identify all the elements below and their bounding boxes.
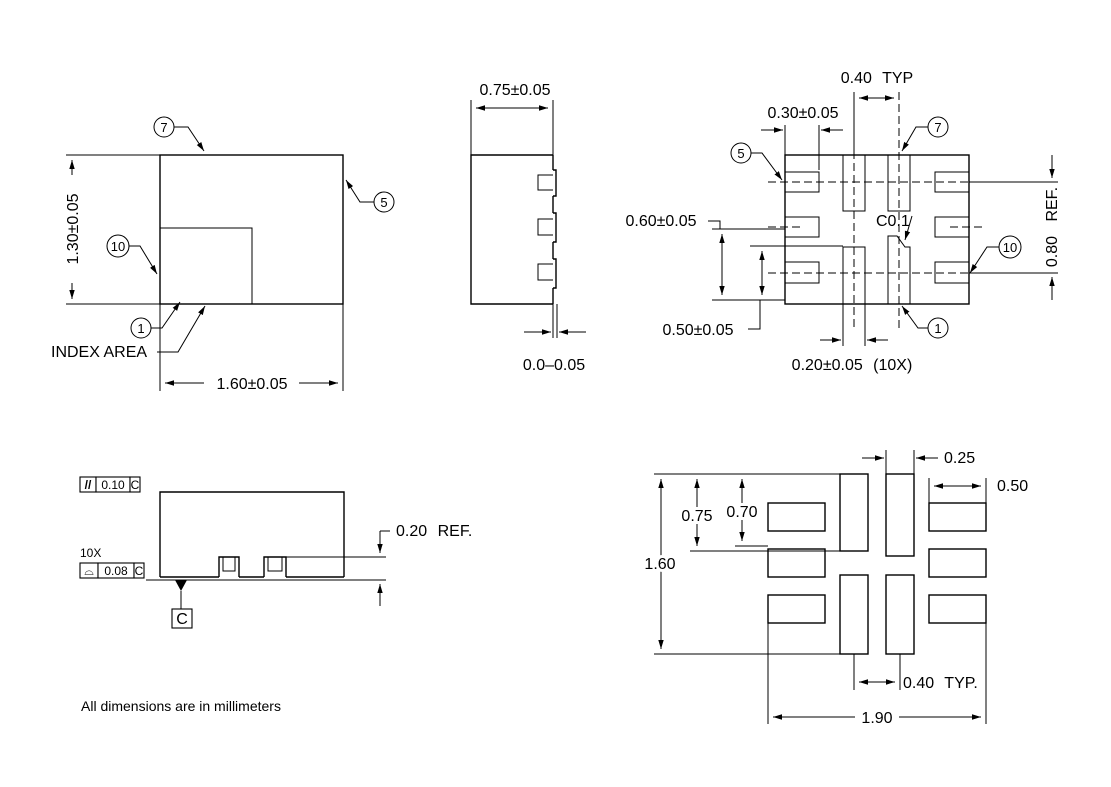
bottom-ref-dim: 0.80 REF. [1044, 187, 1061, 267]
front-view: // 0.10 C 10X ⌓ 0.08 C C 0.20 REF. [79, 476, 472, 629]
side-view: 0.75±0.05 0.0–0.05 [470, 82, 586, 374]
land-070-dim: 0.70 [726, 504, 757, 521]
land-pad-width-dim: 0.25 [944, 450, 975, 467]
callout-5-label: 5 [380, 195, 387, 210]
land-pad-length-dim: 0.50 [997, 478, 1028, 495]
bottom-pitch-dim: 0.40 TYP [841, 70, 913, 87]
callout-10-label: 10 [111, 239, 125, 254]
profile-frame: ⌓ 0.08 C [79, 562, 145, 579]
index-area-label: INDEX AREA [51, 344, 147, 361]
side-thickness-dim: 0.75±0.05 [479, 82, 550, 99]
land-pitch-dim: 0.40 TYP. [903, 675, 978, 692]
parallelism-value: 0.10 [101, 478, 125, 492]
front-view-outline [159, 491, 345, 577]
land-075-dim: 0.75 [681, 508, 712, 525]
callout-7-bottom-label: 7 [934, 120, 941, 135]
callout-5-bottom-label: 5 [737, 146, 744, 161]
land-pattern: 0.25 0.50 1.60 0.75 0.70 0.40 TYP. 1.90 [641, 450, 1028, 727]
parallelism-frame: // 0.10 C [79, 476, 141, 493]
datum-c-box [171, 608, 193, 629]
top-width-dim: 1.60±0.05 [216, 376, 287, 393]
top-height-dim: 1.30±0.05 [65, 193, 82, 264]
bottom-pad-width-dim: 0.20±0.05 (10X) [792, 357, 913, 374]
footnote: All dimensions are in millimeters [81, 698, 281, 714]
bottom-pad-span2-dim: 0.50±0.05 [662, 322, 733, 339]
land-width-dim: 1.90 [861, 710, 892, 727]
side-view-outline [470, 154, 553, 305]
callout-1-label: 1 [137, 321, 144, 336]
land-height-dim: 1.60 [644, 556, 675, 573]
side-standoff-dim: 0.0–0.05 [523, 357, 585, 374]
parallelism-datum: C [131, 478, 140, 492]
chamfer-label: C0.1 [876, 213, 910, 230]
bottom-view: 0.40 TYP 0.30±0.05 5 7 10 1 C0.1 0.60±0.… [625, 70, 1061, 374]
datum-triangle [175, 580, 187, 591]
bottom-pad-length-dim: 0.30±0.05 [767, 105, 838, 122]
top-view: 1.30±0.05 1.60±0.05 7 5 10 1 INDEX AREA [51, 116, 395, 393]
count-label: 10X [80, 546, 101, 560]
datum-c-label: C [176, 611, 188, 628]
parallelism-symbol: // [85, 478, 92, 492]
front-ref-dim: 0.20 REF. [396, 523, 472, 540]
profile-symbol: ⌓ [84, 564, 94, 578]
bottom-pad-span-dim: 0.60±0.05 [625, 213, 696, 230]
index-area-hatch [159, 227, 253, 305]
callout-10-bottom-label: 10 [1003, 240, 1017, 255]
callout-1-bottom-label: 1 [934, 321, 941, 336]
profile-value: 0.08 [104, 564, 128, 578]
callout-7-label: 7 [160, 120, 167, 135]
profile-datum: C [135, 564, 144, 578]
